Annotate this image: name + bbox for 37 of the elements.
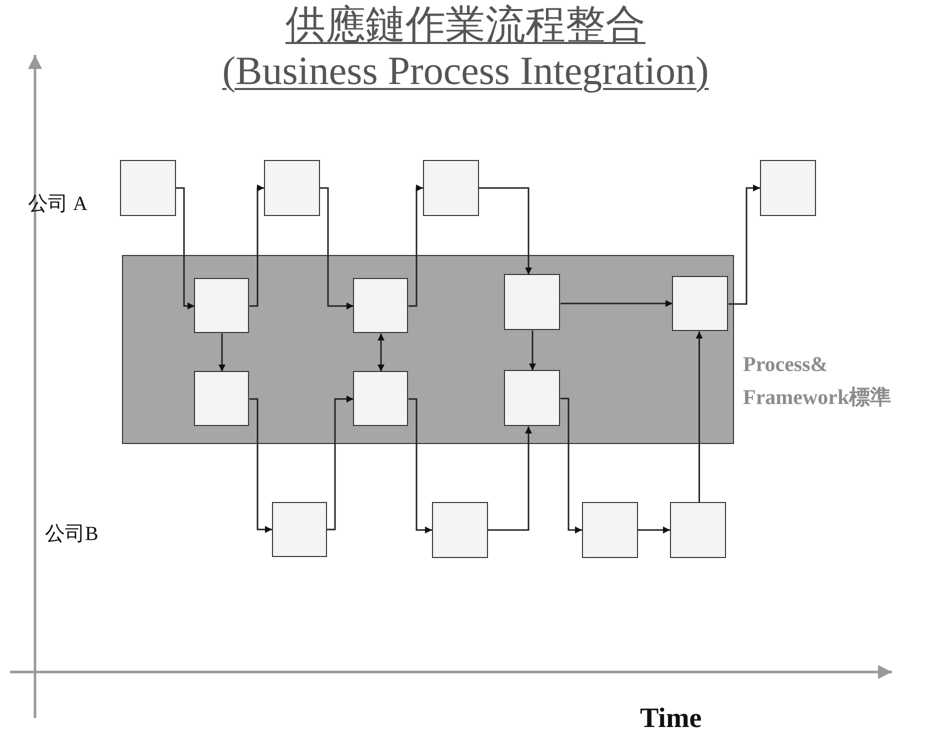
process-box [582,502,638,558]
process-box [353,371,408,426]
arrow [218,334,226,372]
arrow [529,330,536,370]
arrow [479,187,532,274]
process-box [264,160,320,216]
process-box [272,502,327,557]
arrow [638,526,670,534]
process-box [120,160,176,216]
arrow [176,187,194,310]
row-label: 公司 A [28,192,88,217]
band-label: Process& Framework標準 [743,351,892,411]
process-box [504,274,560,330]
arrow [408,398,432,534]
process-box [353,278,408,333]
process-box [423,160,479,216]
process-box [672,276,728,331]
process-box [670,502,726,558]
arrow [560,300,672,307]
arrow [378,334,384,372]
arrow [560,398,582,534]
arrow [327,396,354,530]
arrow [320,187,354,310]
arrow [488,426,532,531]
arrow [408,184,423,307]
axis-label: Time [640,703,702,735]
arrow [696,332,703,502]
title: 供應鏈作業流程整合 (Business Process Integration) [221,2,710,94]
process-box [504,370,560,426]
process-box [194,278,249,333]
process-box [760,160,816,216]
arrow [250,398,272,533]
arrow [728,184,760,305]
arrow [250,184,264,307]
row-label: 公司B [45,522,98,547]
process-box [432,502,488,558]
process-box [194,371,249,426]
